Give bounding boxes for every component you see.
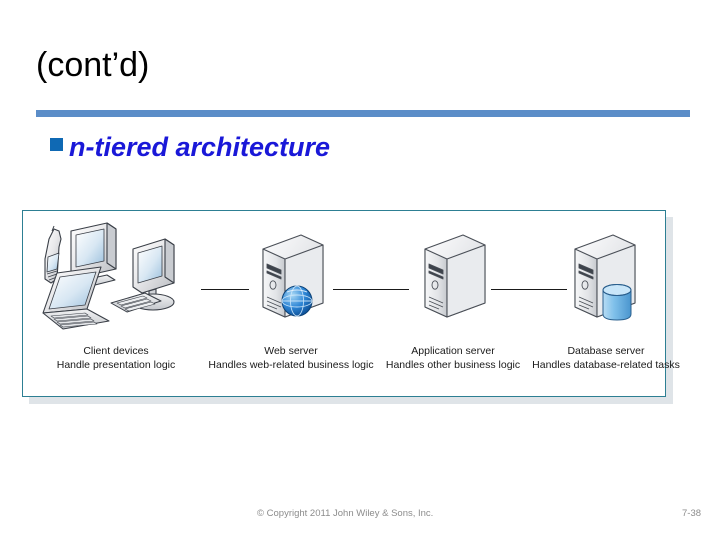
tier-web-server: Web server Handles web-related business …: [205, 211, 377, 398]
tier-title: Web server: [264, 345, 318, 357]
tier-database-server: Database server Handles database-related…: [525, 211, 687, 398]
tier-description: Handles database-related tasks: [532, 358, 680, 371]
tier-client-devices: Client devices Handle presentation logic: [23, 211, 209, 398]
architecture-diagram: Client devices Handle presentation logic: [22, 210, 680, 398]
tier-caption: Application server Handles other busines…: [371, 345, 535, 372]
tier-description: Handle presentation logic: [56, 358, 176, 371]
footer-page-number: 7-38: [682, 508, 702, 519]
connector-line-app-db: [491, 289, 567, 290]
tier-description: Handles other business logic: [385, 358, 521, 371]
bullet-label: n-tiered architecture: [69, 132, 331, 162]
database-server-icon: [525, 217, 687, 345]
tier-caption: Client devices Handle presentation logic: [23, 345, 209, 372]
tier-caption: Web server Handles web-related business …: [205, 345, 377, 372]
application-server-icon: [371, 217, 535, 345]
tier-title: Database server: [567, 345, 645, 357]
connector-line-client-web: [201, 289, 249, 290]
tier-description: Handles web-related business logic: [208, 358, 374, 371]
bullet-row: n-tiered architecture: [50, 132, 690, 172]
tier-application-server: Application server Handles other busines…: [371, 211, 535, 398]
tier-title: Client devices: [83, 345, 149, 357]
connector-line-web-app: [333, 289, 409, 290]
client-devices-icon: [23, 217, 209, 345]
square-bullet-icon: [50, 138, 63, 151]
tier-caption: Database server Handles database-related…: [525, 345, 687, 372]
page-title: (cont’d): [36, 46, 150, 84]
footer-copyright: © Copyright 2011 John Wiley & Sons, Inc.: [257, 508, 434, 519]
title-divider-rule: [36, 110, 690, 117]
web-server-icon: [205, 217, 377, 345]
tier-title: Application server: [411, 345, 495, 357]
